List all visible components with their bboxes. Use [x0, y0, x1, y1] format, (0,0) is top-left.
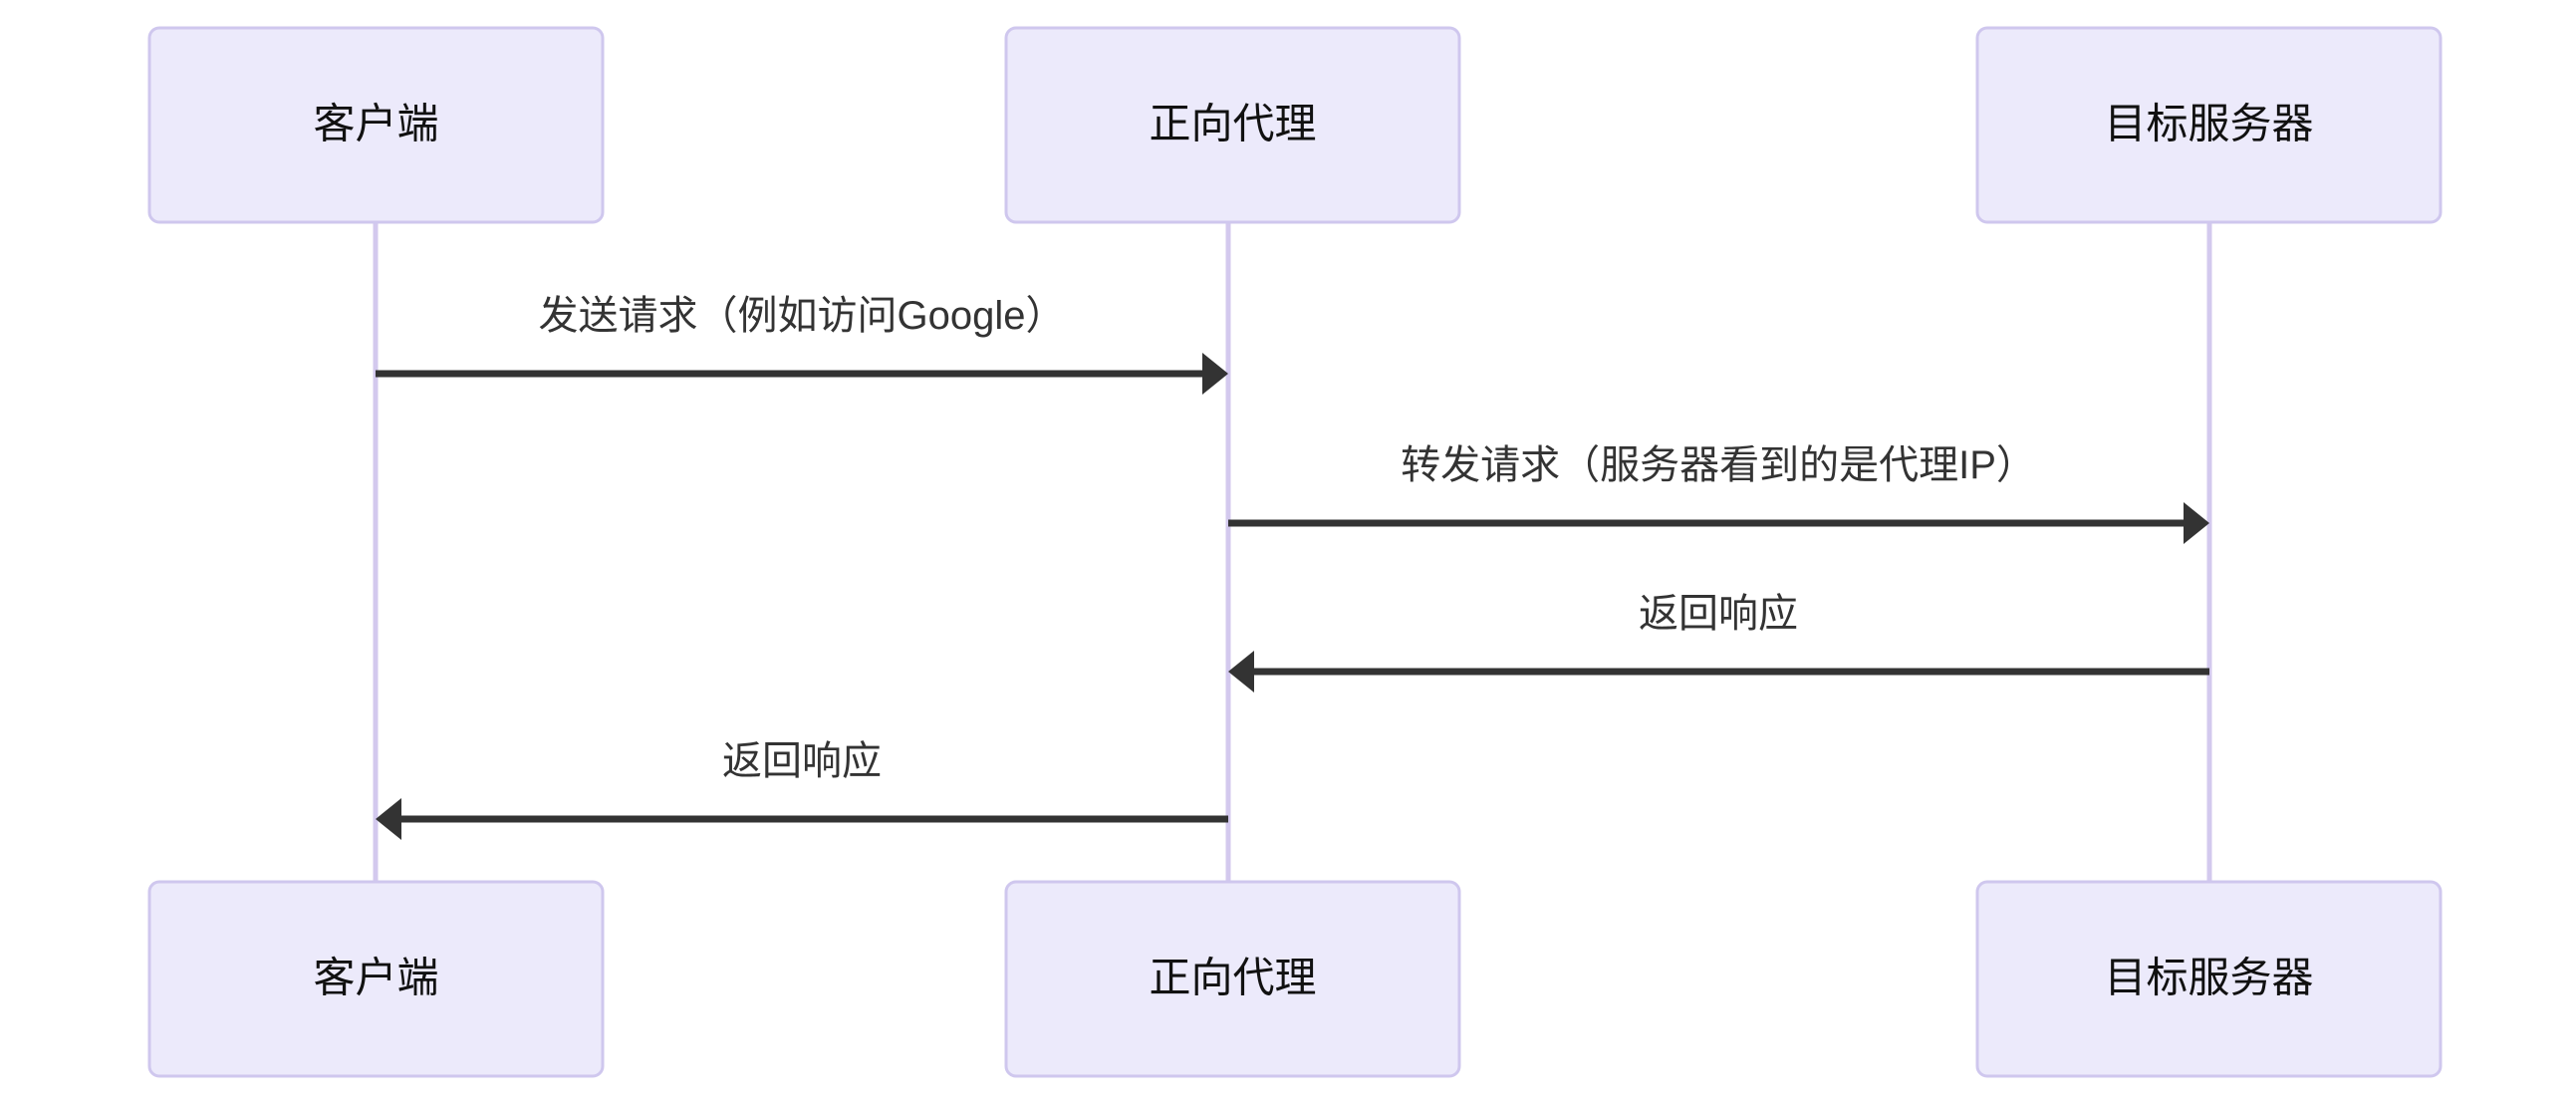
message-arrowhead-1 — [1202, 353, 1228, 395]
message-label-2: 转发请求（服务器看到的是代理IP） — [1401, 443, 2036, 487]
participant-top-client[interactable]: 客户端 — [147, 26, 605, 224]
participant-box-top-target-server — [1975, 26, 2443, 224]
participant-label-bottom-forward-proxy: 正向代理 — [1149, 955, 1316, 1001]
participant-label-bottom-target-server: 目标服务器 — [2104, 955, 2313, 1001]
participant-box-top-client — [147, 26, 605, 224]
lifelines-group — [373, 222, 2212, 882]
participant-box-top-forward-proxy — [1004, 26, 1461, 224]
message-arrowhead-4 — [376, 798, 401, 840]
message-label-1: 发送请求（例如访问Google） — [539, 294, 1066, 338]
message-label-4: 返回响应 — [722, 739, 882, 783]
participant-bottom-target-server[interactable]: 目标服务器 — [1975, 880, 2443, 1078]
messages-group: 发送请求（例如访问Google）转发请求（服务器看到的是代理IP）返回响应返回响… — [376, 294, 2209, 840]
participant-bottom-client[interactable]: 客户端 — [147, 880, 605, 1078]
participant-top-target-server[interactable]: 目标服务器 — [1975, 26, 2443, 224]
message-4[interactable]: 返回响应 — [376, 739, 1228, 840]
message-1[interactable]: 发送请求（例如访问Google） — [376, 294, 1228, 395]
message-label-3: 返回响应 — [1639, 592, 1798, 636]
message-2[interactable]: 转发请求（服务器看到的是代理IP） — [1228, 443, 2209, 544]
participant-label-top-target-server: 目标服务器 — [2104, 101, 2313, 147]
message-arrowhead-3 — [1228, 651, 1254, 693]
participant-label-top-client: 客户端 — [313, 101, 438, 147]
participant-label-top-forward-proxy: 正向代理 — [1149, 101, 1316, 147]
participant-box-bottom-forward-proxy — [1004, 880, 1461, 1078]
participant-box-bottom-client — [147, 880, 605, 1078]
participant-box-bottom-target-server — [1975, 880, 2443, 1078]
message-3[interactable]: 返回响应 — [1228, 592, 2209, 693]
participant-top-forward-proxy[interactable]: 正向代理 — [1004, 26, 1461, 224]
message-arrowhead-2 — [2184, 502, 2209, 544]
participant-label-bottom-client: 客户端 — [313, 955, 438, 1001]
participant-bottom-forward-proxy[interactable]: 正向代理 — [1004, 880, 1461, 1078]
